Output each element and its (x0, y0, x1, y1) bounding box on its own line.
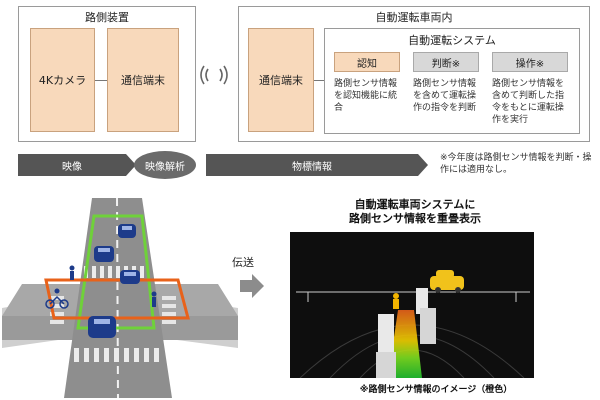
flow-video-arrow: 映像 (18, 154, 126, 176)
display-title-text: 自動運転車両システムに 路側センサ情報を重畳表示 (349, 198, 481, 225)
module-operation-label: 操作※ (515, 58, 545, 70)
flow-analysis-ellipse: 映像解析 (134, 151, 196, 179)
roadside-comm-label: 通信端末 (121, 74, 165, 87)
module-recognition-desc: 路側センサ情報を認知機能に統合 (334, 79, 398, 113)
module-operation-desc: 路側センサ情報を含めて判断した指令をもとに運転操作を実行 (492, 79, 565, 125)
display-caption: ※路側センサ情報のイメージ（橙色） (359, 385, 513, 395)
footnote: ※今年度は路側センサ情報を判断・操作には適用なし。 (440, 153, 592, 175)
module-operation: 操作※ (492, 52, 568, 72)
flow-object-info-arrow: 物標情報 (206, 154, 418, 176)
transmit-label: 伝送 (232, 256, 254, 269)
overlay-display-screen (290, 232, 534, 378)
roadside-unit-title: 路側装置 (85, 11, 129, 24)
camera-comm-connector (95, 80, 107, 81)
flow-object-info-label: 物標情報 (292, 161, 332, 173)
module-recognition-label: 認知 (357, 58, 377, 70)
transmit-arrow-icon (240, 274, 264, 298)
module-judgment: 判断※ (413, 52, 479, 72)
wireless-waves-icon (200, 65, 228, 85)
vehicle-title: 自動運転車両内 (375, 11, 453, 24)
flow-analysis-label: 映像解析 (145, 161, 185, 173)
vehicle-comm-connector (314, 80, 324, 81)
vehicle-comm-label: 通信端末 (259, 74, 303, 87)
camera-box: 4Kカメラ (30, 28, 95, 132)
vehicle-comm-box: 通信端末 (248, 28, 314, 132)
intersection-illustration (2, 198, 238, 398)
camera-label: 4Kカメラ (38, 74, 87, 87)
display-title: 自動運転車両システムに 路側センサ情報を重畳表示 (300, 198, 530, 226)
autonomous-system-frame (324, 28, 580, 134)
flow-video-label: 映像 (62, 161, 82, 173)
autonomous-system-title: 自動運転システム (408, 34, 496, 47)
flow-video-arrowhead (126, 154, 136, 176)
roadside-comm-box: 通信端末 (107, 28, 179, 132)
module-recognition: 認知 (334, 52, 400, 72)
module-judgment-label: 判断※ (431, 58, 461, 70)
flow-object-info-arrowhead (418, 154, 428, 176)
module-judgment-desc: 路側センサ情報を含めて運転操作の指令を判断 (413, 79, 477, 113)
